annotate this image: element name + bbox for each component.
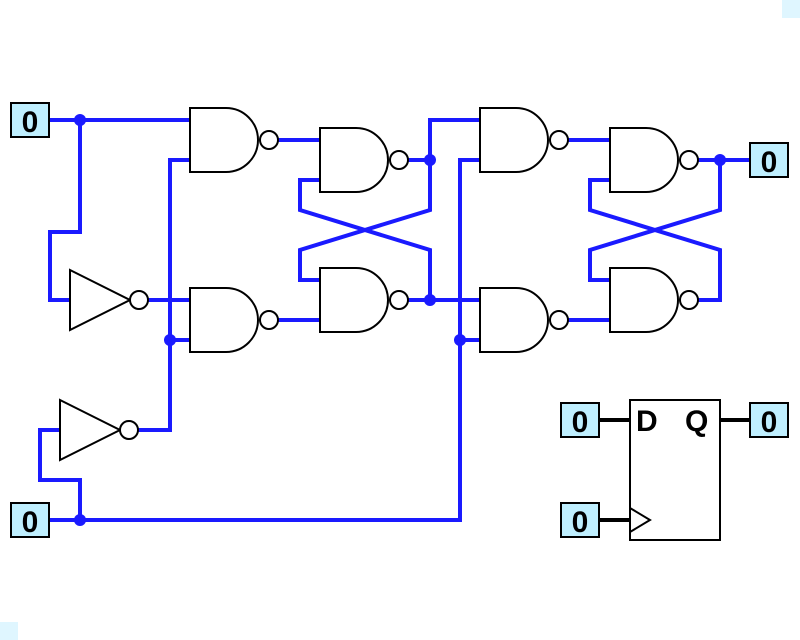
d-input-box[interactable]: 0: [10, 102, 50, 139]
clk-input-value: 0: [22, 506, 39, 539]
not-gate-clk: [59, 398, 139, 462]
symbol-q-output-value: 0: [761, 406, 778, 439]
wire-clk-to-inverter: [38, 428, 82, 522]
d-input-value: 0: [22, 106, 39, 139]
symbol-clk-input-box[interactable]: 0: [560, 502, 600, 539]
wires: [38, 118, 754, 522]
corner-mark-top-right: [782, 0, 800, 18]
symbol-clk-input-value: 0: [572, 506, 589, 539]
nand-gate-slave-top: [609, 127, 699, 193]
junctions: [74, 114, 726, 526]
symbol-q-output-box: 0: [749, 402, 789, 439]
nand-gate-master-bottom: [319, 267, 409, 333]
wire-slave-cross-1: [588, 158, 722, 282]
nand-gate-slave-gating-top: [479, 107, 569, 173]
nand-gate-slave-bottom: [609, 267, 699, 333]
q-output-box: 0: [749, 142, 789, 179]
wire-master-cross-1: [298, 158, 432, 282]
nand-gate-master-top: [319, 127, 409, 193]
junction-dot: [74, 514, 86, 526]
wire-master-cross-2: [298, 178, 432, 302]
not-gate-d: [69, 268, 149, 332]
wire-master-q: [408, 118, 482, 162]
wire-clk-inverted: [138, 158, 192, 432]
symbol-d-input-value: 0: [572, 406, 589, 439]
corner-mark-bottom-left: [0, 622, 18, 640]
symbol-q-label: Q: [685, 405, 708, 438]
nand-gate-dbar-gating: [189, 287, 279, 353]
junction-dot: [454, 334, 466, 346]
q-output-value: 0: [761, 146, 778, 179]
junction-dot: [714, 154, 726, 166]
wire-slave-cross-2: [588, 178, 722, 302]
junction-dot: [424, 294, 436, 306]
flip-flop-symbol: D Q 0 0 0: [560, 399, 789, 541]
junction-dot: [74, 114, 86, 126]
nand-gate-slave-gating-bottom: [479, 287, 569, 353]
wire-d-to-inverter: [48, 118, 82, 302]
nand-gate-d-gating: [189, 107, 279, 173]
clk-input-box[interactable]: 0: [10, 502, 50, 539]
junction-dot: [424, 154, 436, 166]
clock-edge-icon: [629, 507, 652, 533]
symbol-d-input-box[interactable]: 0: [560, 402, 600, 439]
symbol-d-label: D: [636, 405, 658, 438]
junction-dot: [164, 334, 176, 346]
